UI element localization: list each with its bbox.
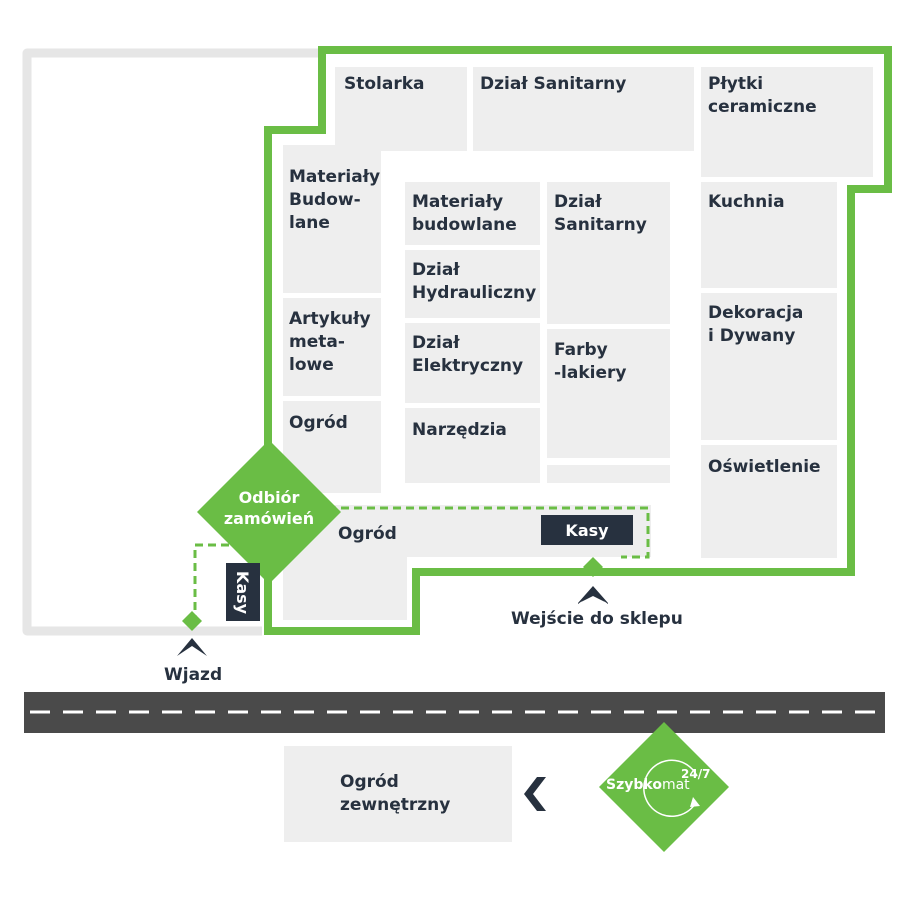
label-dzial-hydrauliczny: Dział Hydrauliczny — [412, 260, 537, 303]
zone-farby-lakiery — [547, 329, 670, 458]
zone-dzial-sanitarny-center — [547, 182, 670, 324]
road — [24, 692, 885, 733]
entry-arrow-icon — [578, 586, 608, 604]
label-oswietlenie: Oświetlenie — [708, 457, 821, 477]
refresh-circle-icon — [643, 759, 698, 817]
szybkomat-brand-light: mat — [661, 777, 690, 793]
label-stolarka: Stolarka — [344, 74, 425, 94]
label-plytki: Płytki ceramiczne — [708, 74, 817, 117]
wjazd-marker-diamond — [182, 611, 202, 631]
label-dzial-sanitarny-center: Dział Sanitarny — [554, 192, 647, 235]
szybkomat-brand-bold: Szybko — [606, 777, 662, 793]
route-to-wjazd — [193, 543, 268, 620]
label-odbior-zamowien: Odbiór zamówień — [223, 488, 315, 528]
label-dzial-sanitarny-top: Dział Sanitarny — [480, 74, 627, 94]
label-wejscie-do-sklepu: Wejście do sklepu — [511, 609, 683, 629]
zone-dzial-elektryczny — [405, 323, 540, 403]
zone-oswietlenie — [701, 445, 837, 558]
department-zones — [283, 67, 873, 842]
kasy-side-label: Kasy — [233, 570, 253, 614]
zone-small-strip — [547, 465, 670, 483]
zone-plytki — [701, 67, 873, 177]
zone-kuchnia — [701, 182, 837, 288]
kasy-side-badge: Kasy — [226, 563, 260, 621]
wejscie-marker-diamond — [583, 557, 603, 577]
label-ogrod-left: Ogród — [289, 413, 348, 433]
zone-materialy-budowlane-center — [405, 182, 540, 245]
label-dzial-elektryczny: Dział Elektryczny — [412, 333, 524, 376]
refresh-arrow-head — [690, 797, 700, 807]
label-farby-lakiery: Farby -lakiery — [554, 340, 627, 383]
zone-artykuly-metalowe — [283, 298, 381, 396]
store-outline — [264, 46, 892, 635]
zone-materialy-budowlane-left — [283, 145, 381, 293]
pickup-routes — [193, 506, 650, 620]
odbior-diamond — [197, 440, 341, 584]
chevron-left-icon — [524, 777, 546, 811]
label-materialy-budowlane-left: Materiały Budow- lane — [289, 167, 381, 233]
zone-ogrod-zewnetrzny — [284, 746, 512, 842]
label-kuchnia: Kuchnia — [708, 192, 785, 212]
neighbor-building-outline — [22, 48, 320, 636]
zone-dzial-hydrauliczny — [405, 250, 540, 318]
label-materialy-budowlane-center: Materiały budowlane — [412, 192, 517, 235]
label-wjazd: Wjazd — [164, 665, 223, 685]
wjazd-arrow-icon — [177, 638, 207, 656]
label-ogrod-zewnetrzny: Ogród zewnętrzny — [340, 772, 451, 815]
zone-stolarka — [335, 67, 467, 151]
kasy-badge: Kasy — [541, 515, 633, 545]
szybkomat-logo: Szybkomat — [606, 777, 690, 793]
label-dekoracja: Dekoracja i Dywany — [708, 303, 804, 346]
szybkomat-diamond — [599, 722, 729, 852]
zone-dekoracja — [701, 293, 837, 440]
route-to-entrance — [315, 506, 650, 559]
label-narzedzia: Narzędzia — [412, 420, 507, 440]
label-ogrod-bottom: Ogród — [338, 524, 397, 544]
zone-dzial-sanitarny-top — [473, 67, 694, 151]
szybkomat-hours: 24/7 — [681, 767, 711, 781]
zone-narzedzia — [405, 408, 540, 483]
label-artykuly-metalowe: Artykuły meta- lowe — [289, 309, 371, 375]
